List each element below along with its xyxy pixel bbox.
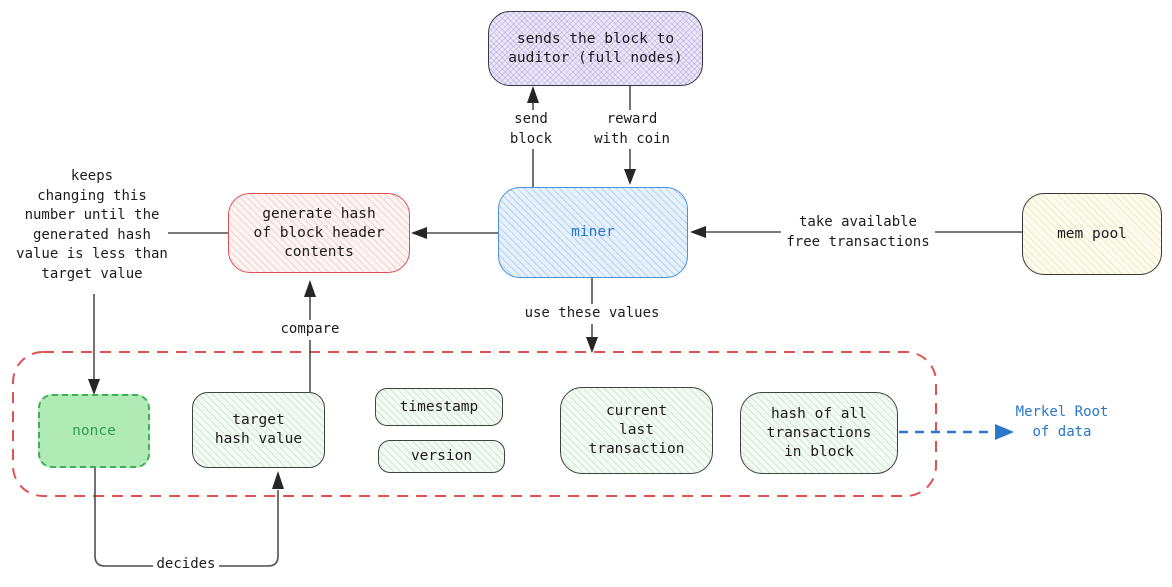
arrowhead-compare-up: [304, 280, 316, 297]
arrowhead-into-nonce: [88, 379, 100, 395]
node-auditor: sends the block to auditor (full nodes): [488, 11, 703, 86]
arrowhead-into-generate-hash: [411, 227, 427, 239]
node-target-hash-value: target hash value: [192, 392, 325, 468]
arrowhead-reward-down: [624, 169, 636, 185]
arrowhead-into-miner-left: [690, 226, 706, 238]
node-hash-all-transactions: hash of all transactions in block: [740, 392, 898, 474]
label-take-available-free-transactions: take available free transactions: [781, 213, 935, 252]
node-generate-hash: generate hash of block header contents: [228, 193, 410, 273]
node-miner: miner: [498, 187, 688, 278]
label-merkel-root: Merkel Root of data: [1015, 404, 1109, 440]
node-mem-pool: mem pool: [1022, 193, 1162, 275]
arrowhead-decides-up: [272, 471, 284, 489]
edge-decides: [94, 468, 279, 567]
node-timestamp: timestamp: [375, 388, 503, 426]
label-send-block: send block: [496, 110, 566, 149]
arrowhead-merkel-root: [995, 424, 1014, 440]
arrowhead-send-block-up: [527, 86, 539, 103]
block-header-dashed-container: [12, 351, 937, 497]
label-use-these-values: use these values: [520, 304, 664, 324]
label-decides: decides: [153, 555, 219, 575]
node-version: version: [378, 440, 505, 473]
node-nonce: nonce: [38, 394, 150, 468]
node-current-last-transaction: current last transaction: [560, 387, 713, 474]
arrowhead-use-these-values: [586, 337, 598, 353]
label-compare: compare: [277, 320, 343, 340]
label-reward-with-coin: reward with coin: [585, 110, 679, 149]
label-keeps-changing-note: keeps changing this number until the gen…: [16, 168, 168, 282]
